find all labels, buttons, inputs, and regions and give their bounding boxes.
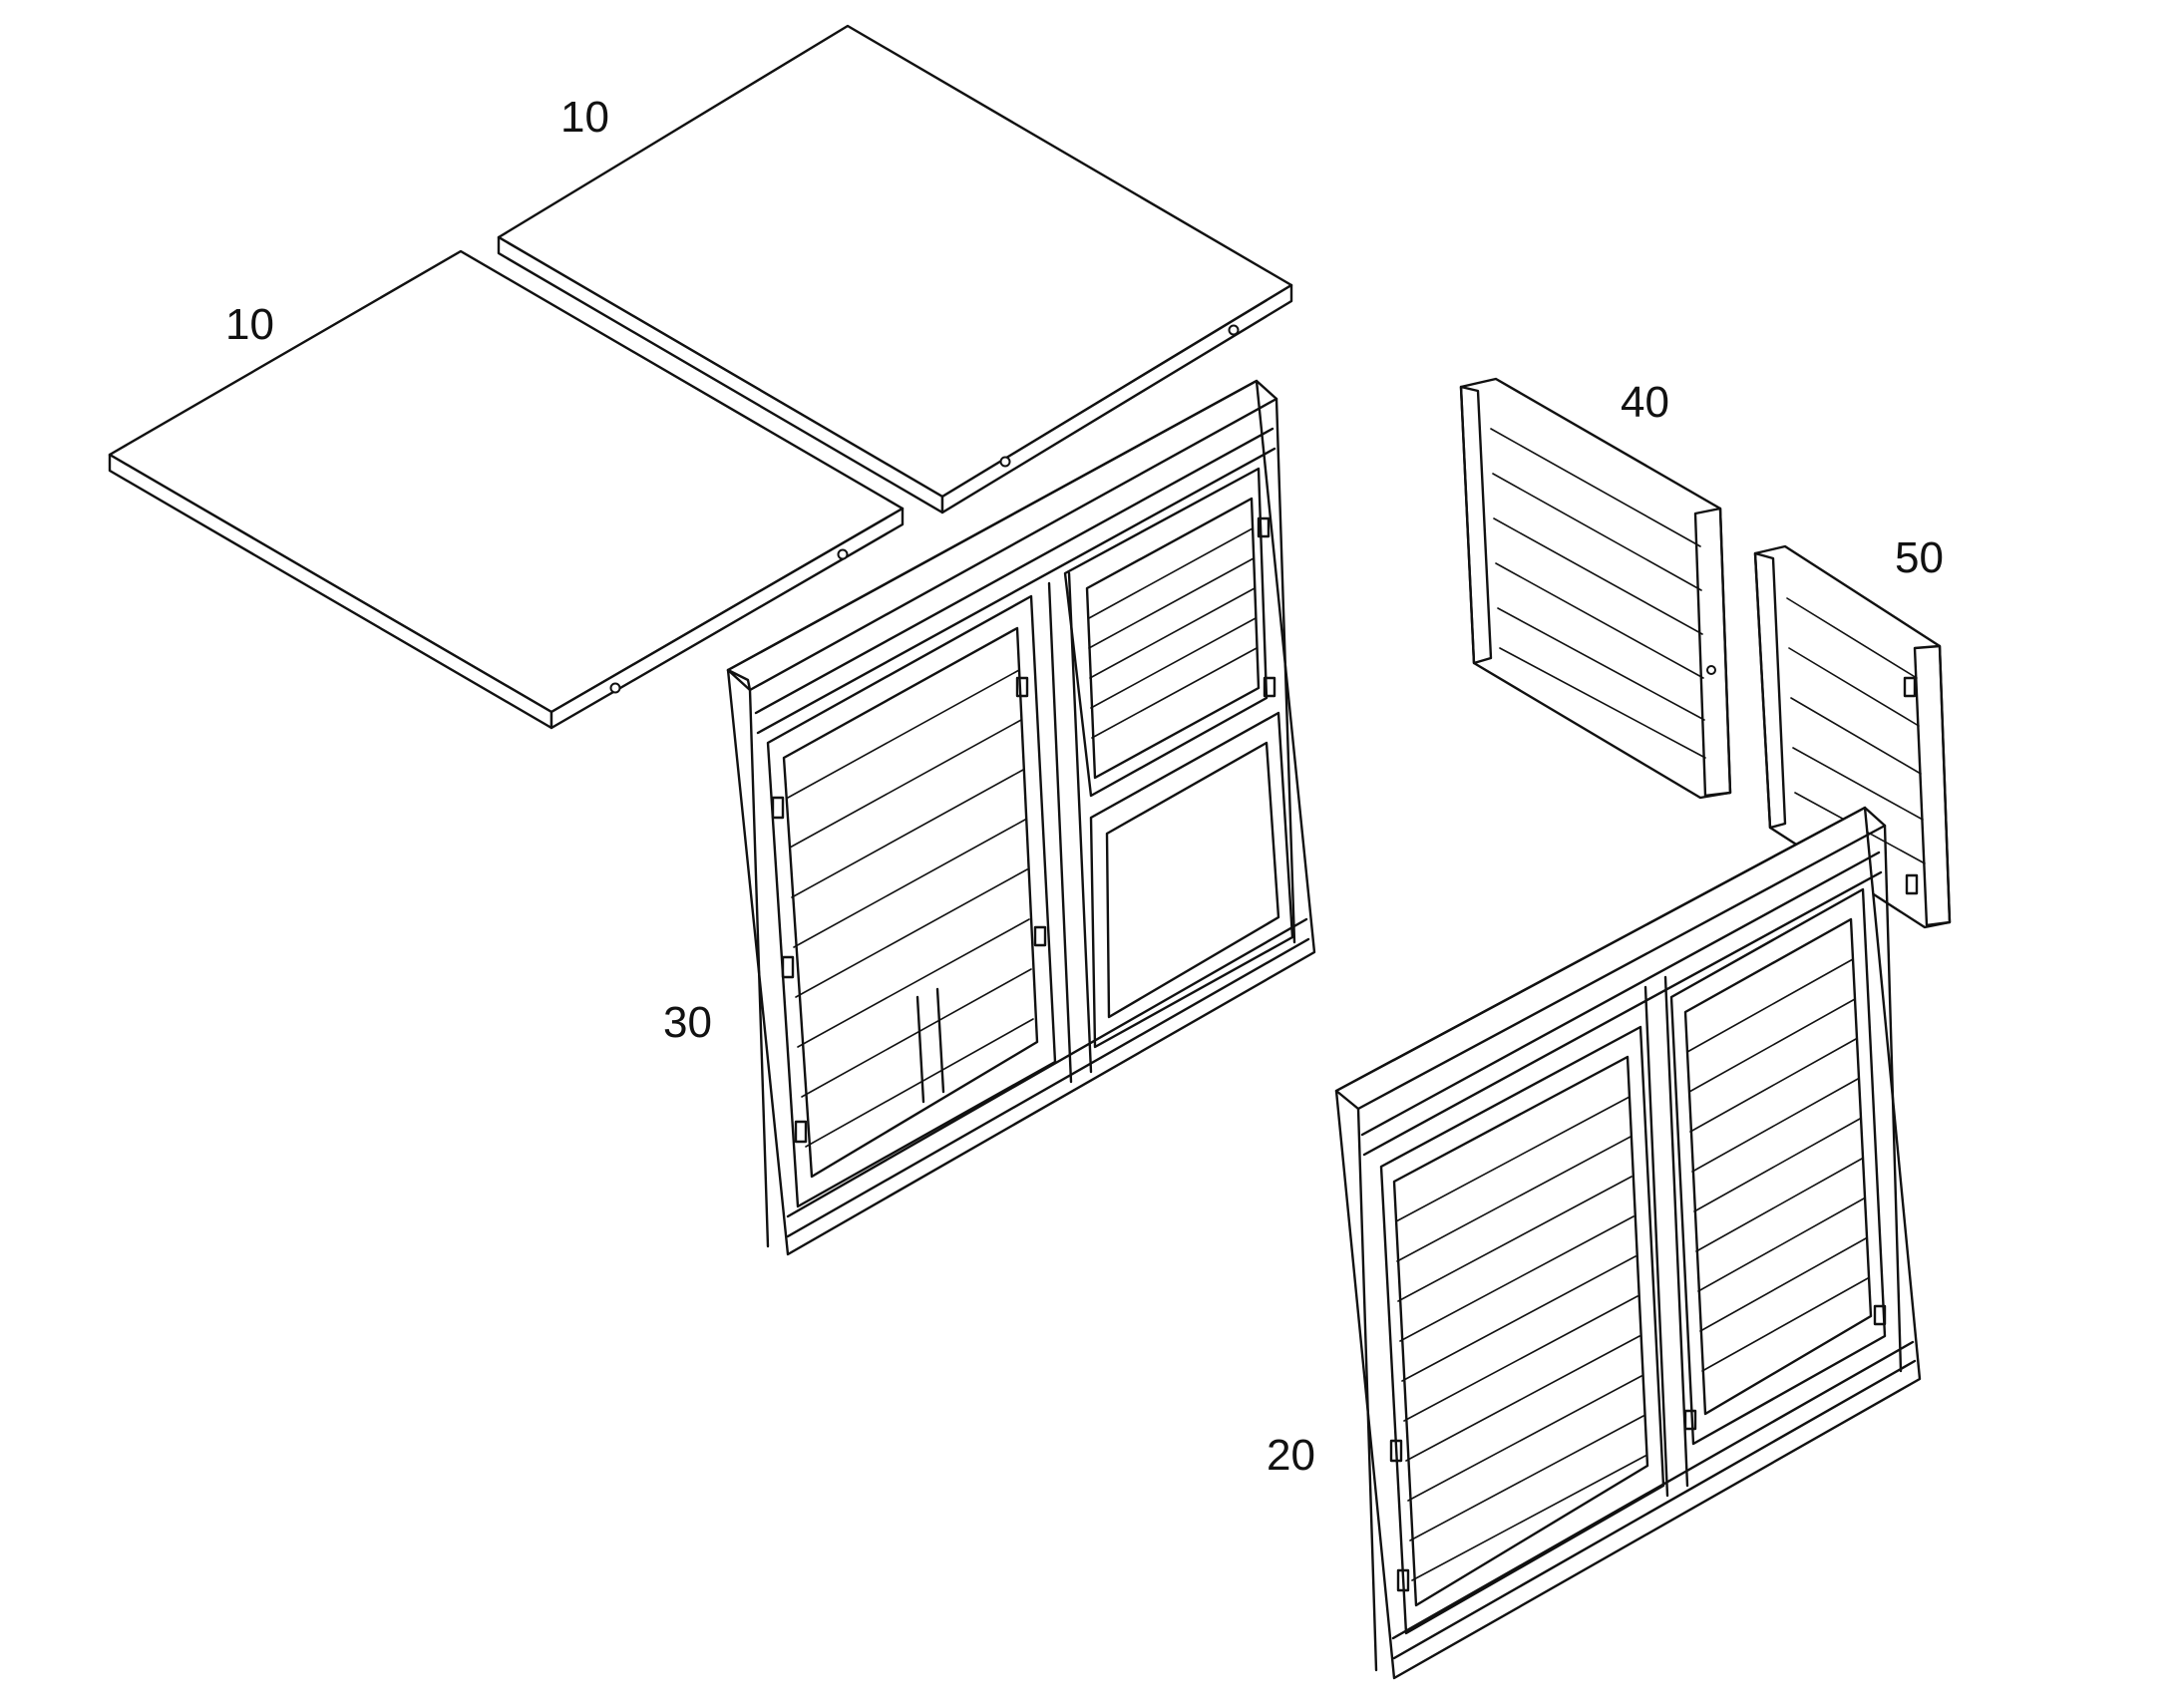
label-end-panel-40: 40 (1621, 378, 1669, 427)
top-panel-front (108, 249, 905, 730)
end-panel-50 (1753, 544, 1952, 929)
end-panel-40 (1459, 377, 1732, 800)
label-side-panel-30: 30 (663, 998, 712, 1047)
side-panel-30 (726, 379, 1316, 1256)
label-top-panel-rear: 10 (560, 93, 609, 142)
label-end-panel-50: 50 (1895, 533, 1944, 582)
label-front-panel-20: 20 (1267, 1431, 1315, 1480)
front-panel-20 (1334, 806, 1922, 1680)
top-panel-rear (497, 24, 1293, 514)
label-top-panel-front: 10 (225, 300, 274, 349)
